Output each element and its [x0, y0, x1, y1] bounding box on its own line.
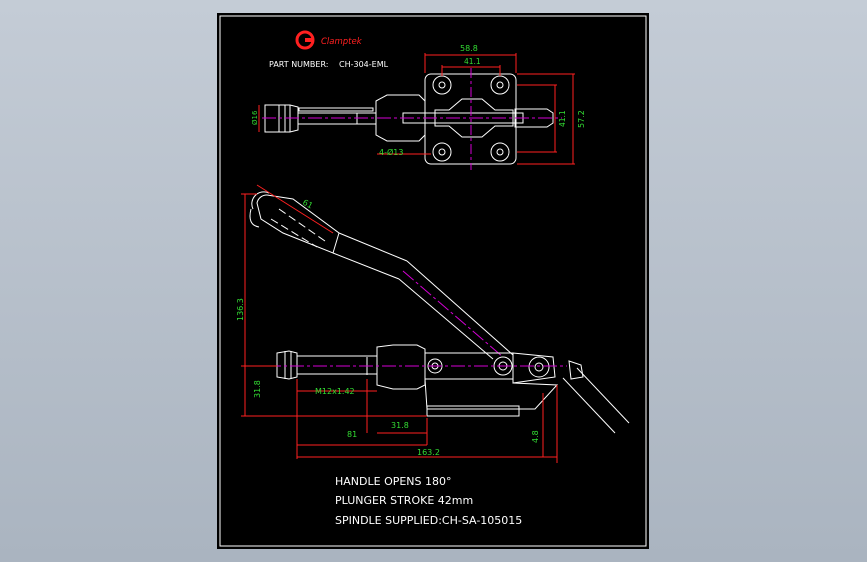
dim-length-81: 81 [347, 430, 357, 439]
dim-plunger-diameter: Ø16 [251, 110, 259, 125]
logo-brand-text: Clamptek [321, 37, 363, 47]
part-number-value: CH-304-EML [339, 60, 389, 69]
dim-overall-length: 163.2 [417, 448, 440, 457]
clamptek-logo: Clamptek [295, 30, 363, 50]
handle-arm [338, 232, 408, 262]
bushing [376, 344, 426, 390]
dim-top-height-outer: 57.2 [577, 110, 586, 128]
dim-top-height-inner: 41.1 [558, 110, 567, 127]
dim-handle-length: 61 [301, 198, 314, 211]
side-view-dimensions [241, 184, 558, 463]
logo-g-bar [305, 38, 314, 42]
dim-offset: 31.8 [391, 421, 409, 430]
dim-mounting-holes: 4-Ø13 [379, 147, 403, 157]
top-view [262, 68, 562, 170]
sheet-border [219, 15, 647, 547]
mounting-base [426, 405, 520, 417]
dim-top-width-outer: 58.8 [460, 44, 478, 53]
dim-top-width-inner: 41.1 [464, 57, 481, 66]
plunger-rod [296, 355, 378, 375]
note-plunger-stroke: PLUNGER STROKE 42mm [335, 494, 473, 507]
pivot-joint [528, 356, 550, 378]
dim-base-thickness: 4.8 [531, 430, 540, 443]
dim-thread: M12x1.42 [315, 387, 355, 396]
mounting-hole [432, 75, 452, 95]
note-spindle-supplied: SPINDLE SUPPLIED:CH-SA-105015 [335, 514, 522, 527]
mounting-hole [490, 142, 510, 162]
drawing-sheet: Clamptek PART NUMBER: CH-304-EML [217, 13, 649, 549]
handle-grip [256, 194, 340, 254]
top-view-dimensions [258, 53, 575, 165]
side-view [249, 191, 630, 434]
mounting-hole [432, 142, 452, 162]
technical-drawing: Clamptek PART NUMBER: CH-304-EML [219, 15, 647, 547]
dim-total-height: 136.3 [236, 298, 245, 321]
mounting-hole [490, 75, 510, 95]
note-handle-opens: HANDLE OPENS 180° [335, 475, 452, 488]
dim-base-height: 31.8 [253, 380, 262, 398]
part-number-label: PART NUMBER: [269, 60, 328, 69]
